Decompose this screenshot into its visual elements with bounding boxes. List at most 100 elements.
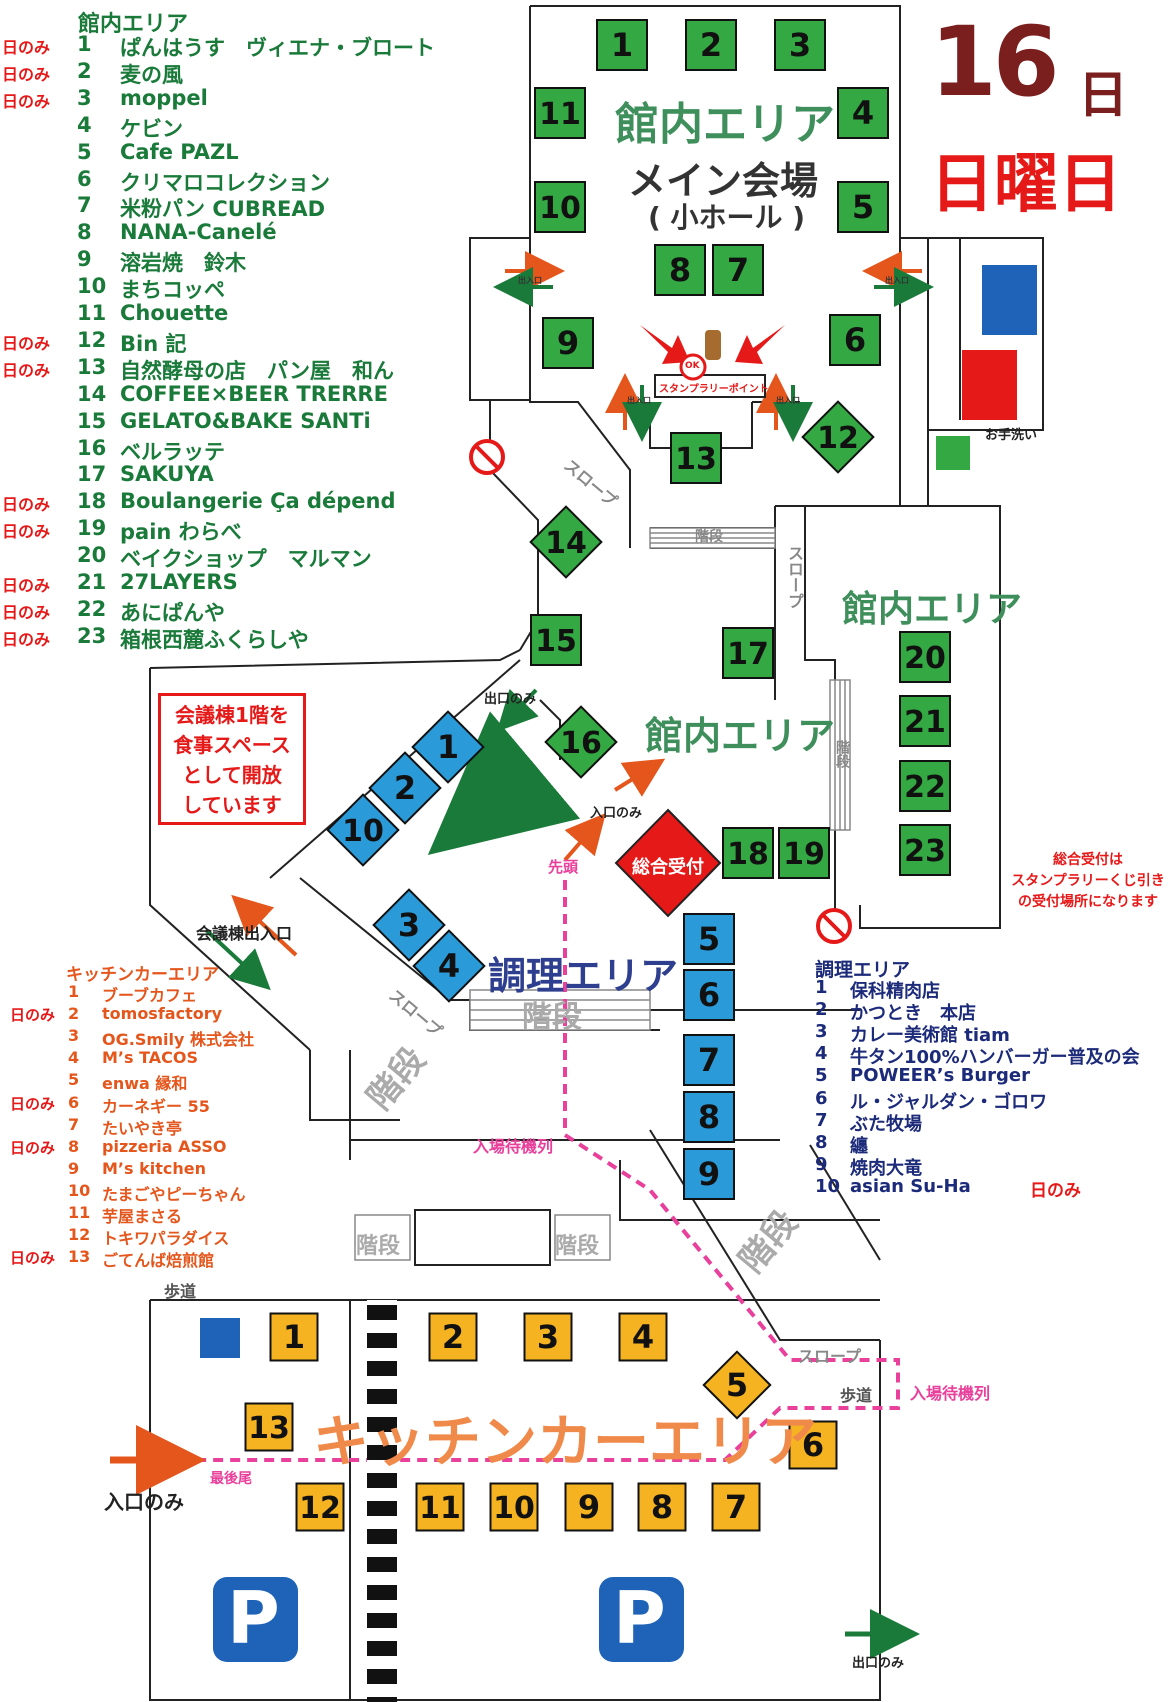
- slope-label-4: スロープ: [798, 1347, 862, 1366]
- legend-number: 6: [68, 1092, 80, 1112]
- booth-cooking-1: 1: [411, 710, 485, 784]
- booth-cooking-10: 10: [326, 793, 400, 867]
- legend-name: 麦の風: [120, 62, 183, 87]
- booth-number: 14: [545, 526, 587, 561]
- booth-number: 5: [852, 188, 874, 226]
- legend-number: 7: [68, 1114, 80, 1134]
- crosswalk-stripe: [367, 1389, 397, 1404]
- crosswalk-stripe: [367, 1613, 397, 1628]
- restroom-icons: [936, 265, 1037, 470]
- legend-name: M’s TACOS: [102, 1048, 199, 1068]
- legend-name: GELATO&BAKE SANTi: [120, 408, 371, 433]
- crosswalk-stripe: [367, 1361, 397, 1376]
- legend-name: pizzeria ASSO: [102, 1136, 227, 1156]
- booth-box: [899, 695, 951, 747]
- legend-number: 16: [77, 435, 107, 460]
- legend-name: カレー美術館 tiam: [850, 1025, 1010, 1047]
- booth-box: [837, 181, 889, 233]
- crosswalk-stripe: [367, 1697, 397, 1702]
- legend-number: 8: [815, 1131, 828, 1153]
- booth-box: [415, 1482, 465, 1532]
- legend-name: ベイクショップ マルマン: [120, 547, 372, 572]
- dining-note-line-3: として開放: [182, 763, 282, 787]
- legend-name: クリマロコレクション: [120, 170, 330, 195]
- hall-area-label-center: 館内エリア: [645, 714, 836, 758]
- booth-cooking-3: 3: [372, 888, 446, 962]
- ok-mark: [679, 353, 707, 381]
- legend-number: 4: [68, 1048, 80, 1068]
- reception-note: 総合受付は スタンプラリーくじ引き の受付場所になります: [1008, 850, 1168, 913]
- booth-kitchen-8: 8: [637, 1482, 687, 1532]
- legend-number: 12: [68, 1225, 91, 1245]
- booth-hall-13: 13: [670, 432, 722, 484]
- crosswalk-stripe: [367, 1641, 397, 1656]
- booth-number: 7: [725, 1488, 747, 1526]
- cooking-area-label: 調理エリア: [488, 954, 679, 998]
- crosswalk-stripe: [367, 1529, 397, 1544]
- booth-box: [534, 87, 586, 139]
- booth-cooking-2: 2: [368, 751, 442, 825]
- booth-box: [295, 1482, 345, 1532]
- booth-hall-5: 5: [837, 181, 889, 233]
- only-marker: 日のみ: [10, 1094, 56, 1113]
- booth-hall-11: 11: [534, 87, 586, 139]
- legend-number: 5: [68, 1070, 80, 1090]
- legend-name: Bin 記: [120, 331, 187, 356]
- only-marker: 日のみ: [2, 360, 51, 380]
- booth-box: [788, 1420, 838, 1470]
- legend-number: 13: [68, 1247, 91, 1267]
- crosswalk-stripe: [367, 1445, 397, 1460]
- only-marker: 日のみ: [2, 602, 51, 622]
- booth-hall-20: 20: [899, 631, 951, 683]
- booth-number: 15: [535, 624, 577, 659]
- legend-number: 9: [68, 1158, 80, 1178]
- only-marker: 日のみ: [2, 91, 51, 111]
- booth-box: [722, 627, 774, 679]
- legend-name: ベルラッテ: [120, 439, 225, 464]
- legend-name: ぶた牧場: [850, 1113, 922, 1135]
- legend-number: 10: [68, 1180, 91, 1200]
- dining-note-line-2: 食事スペース: [173, 733, 291, 757]
- legend-number: 13: [77, 354, 107, 379]
- stairs-label-5: 階段: [356, 1234, 401, 1259]
- only-marker: 日のみ: [2, 522, 51, 542]
- legend-number: 11: [68, 1203, 91, 1222]
- no-smoking-icons: [469, 439, 852, 944]
- legend-name: ケビン: [120, 116, 183, 141]
- conference-entrance-label: 会議棟出入口: [196, 924, 293, 943]
- legend-name: moppel: [120, 85, 208, 110]
- entrance-only-label-hall: 入口のみ: [590, 806, 643, 821]
- only-marker: 日のみ: [10, 1138, 56, 1157]
- booth-kitchen-13: 13: [244, 1402, 294, 1452]
- legend-name: たいやき亭: [102, 1118, 183, 1138]
- booth-kitchen-4: 4: [618, 1312, 668, 1362]
- booth-box: [837, 87, 889, 139]
- booth-number: 10: [342, 814, 384, 849]
- queue-tail-label: 最後尾: [210, 1471, 252, 1487]
- booth-box: [654, 244, 706, 296]
- hall-area-label-east: 館内エリア: [842, 589, 1023, 630]
- legend-name: まちコッペ: [120, 278, 225, 303]
- legend-number: 17: [77, 462, 107, 487]
- booth-hall-10: 10: [534, 181, 586, 233]
- only-marker: 日のみ: [1030, 1180, 1081, 1201]
- booth-number: 7: [698, 1041, 720, 1079]
- stamp-icon: [705, 330, 721, 360]
- legend-number: 2: [77, 58, 92, 83]
- legend-hall-title: 館内エリア: [78, 12, 189, 37]
- legend-number: 22: [77, 596, 107, 621]
- legend-name: OG.Smily 株式会社: [102, 1030, 254, 1050]
- booth-box: [722, 827, 774, 879]
- sidewalk-label-1: 歩道: [164, 1282, 197, 1301]
- small-hall-label: ( 小ホール ): [648, 201, 806, 234]
- booth-box: [542, 317, 594, 369]
- booth-box: [702, 1350, 772, 1420]
- only-marker: 日のみ: [2, 64, 51, 84]
- booth-number: 3: [398, 906, 420, 944]
- legend-number: 4: [77, 112, 92, 137]
- stairs-label-2: 階段: [834, 740, 850, 768]
- booth-box: [670, 432, 722, 484]
- booth-box: [685, 19, 737, 71]
- booth-number: 3: [789, 26, 811, 64]
